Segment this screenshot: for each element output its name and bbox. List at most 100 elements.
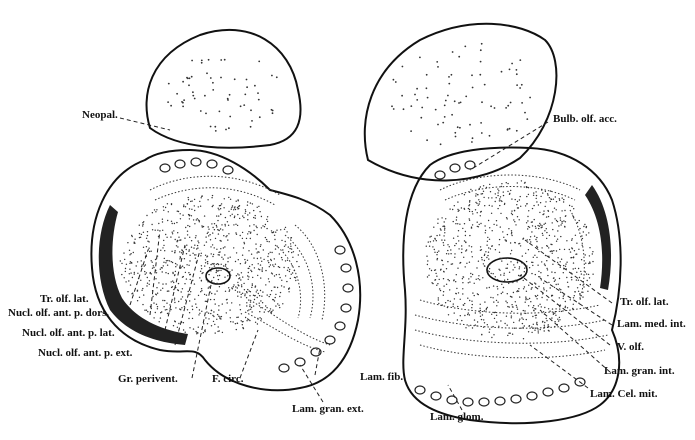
stipple-dot	[560, 224, 561, 225]
stipple-dot	[533, 305, 534, 306]
stipple-dot	[218, 264, 219, 265]
stipple-dot	[581, 259, 582, 260]
stipple-dot	[191, 200, 192, 201]
stipple-dot	[189, 226, 190, 227]
stipple-dot	[235, 286, 236, 287]
stipple-dot	[526, 196, 527, 197]
stipple-dot	[500, 196, 501, 197]
stipple-dot	[544, 307, 545, 308]
stipple-dot	[211, 310, 212, 311]
stipple-dot	[236, 329, 237, 330]
stipple-dot	[559, 200, 560, 201]
stipple-dot	[541, 306, 542, 307]
stipple-dot	[145, 274, 146, 275]
stipple-dot	[458, 102, 460, 104]
stipple-dot	[174, 250, 175, 251]
stipple-dot	[479, 203, 480, 204]
stipple-dot	[261, 216, 262, 217]
stipple-dot	[535, 226, 536, 227]
stipple-dot	[555, 315, 556, 316]
stipple-dot	[264, 226, 265, 227]
stipple-dot	[221, 203, 222, 204]
stipple-dot	[472, 327, 473, 328]
stipple-dot	[577, 222, 578, 223]
stipple-dot	[560, 267, 561, 268]
stipple-dot	[197, 240, 198, 241]
stipple-dot	[183, 206, 184, 207]
stipple-dot	[251, 307, 252, 308]
stipple-dot	[180, 239, 181, 240]
stipple-dot	[511, 63, 513, 65]
stipple-dot	[151, 260, 152, 261]
stipple-dot	[259, 317, 260, 318]
stipple-dot	[525, 313, 526, 314]
stipple-dot	[209, 234, 210, 235]
stipple-dot	[541, 227, 542, 228]
stipple-dot	[484, 254, 485, 255]
stipple-dot	[511, 315, 512, 316]
stipple-dot	[526, 222, 527, 223]
stipple-dot	[289, 248, 290, 249]
stipple-dot	[173, 282, 174, 283]
stipple-dot	[192, 306, 193, 307]
stipple-dot	[487, 255, 488, 256]
stipple-dot	[511, 250, 512, 251]
stipple-dot	[235, 232, 236, 233]
stipple-dot	[421, 107, 423, 109]
stipple-dot	[274, 300, 275, 301]
stipple-dot	[484, 225, 485, 226]
stipple-dot	[232, 205, 233, 206]
stipple-dot	[573, 217, 574, 218]
stipple-dot	[488, 197, 489, 198]
stipple-dot	[488, 265, 489, 266]
layer-stripe	[155, 188, 275, 205]
stipple-dot	[167, 313, 168, 314]
stipple-dot	[475, 195, 476, 196]
stipple-dot	[246, 305, 247, 306]
glomerulus	[160, 164, 170, 172]
stipple-dot	[285, 227, 286, 228]
stipple-dot	[210, 313, 211, 314]
stipple-dot	[526, 291, 527, 292]
stipple-dot	[501, 260, 502, 261]
stipple-dot	[461, 320, 462, 321]
stipple-dot	[508, 283, 509, 284]
stipple-dot	[585, 254, 586, 255]
stipple-dot	[188, 197, 189, 198]
stipple-dot	[535, 239, 536, 240]
stipple-dot	[228, 127, 230, 129]
stipple-dot	[208, 274, 209, 275]
stipple-dot	[162, 288, 163, 289]
stipple-dot	[189, 260, 190, 261]
stipple-dot	[194, 199, 195, 200]
stipple-dot	[189, 77, 191, 79]
stipple-dot	[454, 205, 455, 206]
stipple-dot	[281, 240, 282, 241]
stipple-dot	[245, 209, 246, 210]
stipple-dot	[289, 269, 290, 270]
stipple-dot	[237, 323, 238, 324]
stipple-dot	[469, 314, 470, 315]
stipple-dot	[199, 277, 200, 278]
stipple-dot	[221, 316, 222, 317]
stipple-dot	[540, 202, 541, 203]
stipple-dot	[172, 280, 173, 281]
stipple-dot	[250, 238, 251, 239]
stipple-dot	[561, 223, 562, 224]
stipple-dot	[588, 274, 589, 275]
stipple-dot	[447, 279, 448, 280]
stipple-dot	[156, 209, 157, 210]
stipple-dot	[535, 317, 536, 318]
stipple-dot	[541, 261, 542, 262]
stipple-dot	[121, 274, 122, 275]
stipple-dot	[516, 281, 517, 282]
stipple-dot	[145, 264, 146, 265]
stipple-dot	[230, 215, 231, 216]
stipple-dot	[504, 273, 505, 274]
stipple-dot	[507, 191, 508, 192]
stipple-dot	[173, 289, 174, 290]
stipple-dot	[583, 283, 584, 284]
stipple-dot	[233, 209, 234, 210]
stipple-dot	[257, 275, 258, 276]
stipple-dot	[572, 308, 573, 309]
